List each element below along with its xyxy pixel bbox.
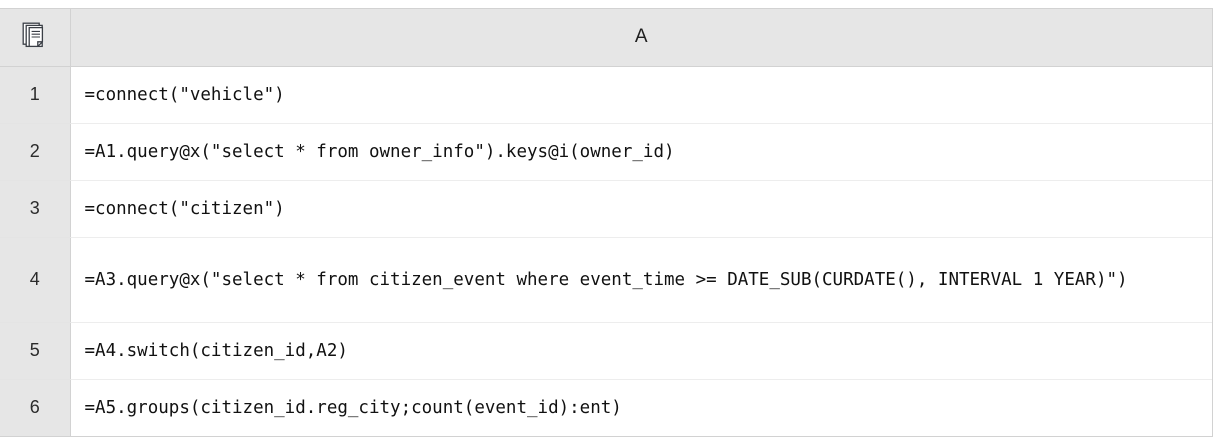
row-header-5[interactable]: 5 xyxy=(0,322,71,380)
row-header-4[interactable]: 4 xyxy=(0,237,71,323)
table-row: 6 =A5.groups(citizen_id.reg_city;count(e… xyxy=(0,379,1212,436)
table-body: 1 =connect("vehicle") 2 =A1.query@x("sel… xyxy=(0,66,1212,436)
formula-sheet-table: A 1 =connect("vehicle") 2 =A1.query@x("s… xyxy=(0,9,1212,436)
cell-a2[interactable]: =A1.query@x("select * from owner_info").… xyxy=(70,123,1212,181)
table-header: A xyxy=(0,9,1212,67)
cell-a3[interactable]: =connect("citizen") xyxy=(70,180,1212,238)
cell-a4[interactable]: =A3.query@x("select * from citizen_event… xyxy=(70,237,1212,323)
header-row: A xyxy=(0,9,1212,67)
table-row: 3 =connect("citizen") xyxy=(0,180,1212,238)
select-all-corner-cell[interactable] xyxy=(0,9,71,67)
row-header-2[interactable]: 2 xyxy=(0,123,71,181)
column-header-a[interactable]: A xyxy=(70,9,1212,67)
table-row: 1 =connect("vehicle") xyxy=(0,66,1212,124)
cell-a6[interactable]: =A5.groups(citizen_id.reg_city;count(eve… xyxy=(70,379,1212,436)
table-row: 4 =A3.query@x("select * from citizen_eve… xyxy=(0,237,1212,323)
spreadsheet-grid: A 1 =connect("vehicle") 2 =A1.query@x("s… xyxy=(0,8,1213,437)
table-row: 5 =A4.switch(citizen_id,A2) xyxy=(0,322,1212,380)
cell-a1[interactable]: =connect("vehicle") xyxy=(70,66,1212,124)
row-header-6[interactable]: 6 xyxy=(0,379,71,436)
documents-icon xyxy=(22,22,48,52)
cell-a5[interactable]: =A4.switch(citizen_id,A2) xyxy=(70,322,1212,380)
table-row: 2 =A1.query@x("select * from owner_info"… xyxy=(0,123,1212,181)
row-header-1[interactable]: 1 xyxy=(0,66,71,124)
row-header-3[interactable]: 3 xyxy=(0,180,71,238)
